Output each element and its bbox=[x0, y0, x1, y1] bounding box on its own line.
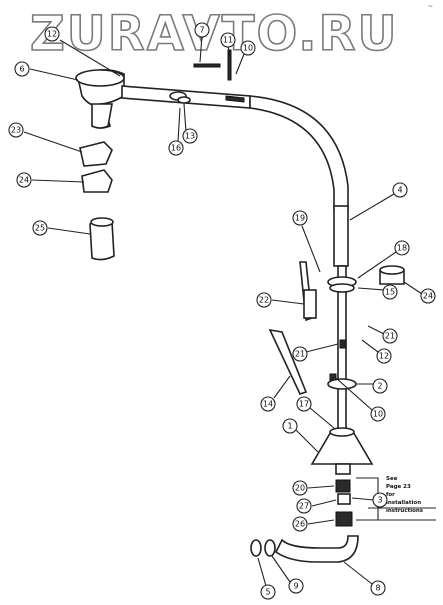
callout-10-lower: 10 bbox=[373, 410, 383, 419]
callout-19: 19 bbox=[295, 214, 305, 223]
callout-22: 22 bbox=[259, 296, 269, 305]
callout-20: 20 bbox=[295, 484, 305, 493]
lower-hose bbox=[274, 535, 359, 563]
callout-6: 6 bbox=[19, 65, 24, 74]
callout-5: 5 bbox=[265, 588, 270, 597]
callout-10: 10 bbox=[243, 44, 253, 53]
callout-18: 18 bbox=[397, 244, 407, 253]
callout-17: 17 bbox=[299, 400, 309, 409]
callout-13: 13 bbox=[185, 132, 195, 141]
bend-tube bbox=[249, 95, 349, 211]
callout-12-right: 12 bbox=[379, 352, 389, 361]
center-parts bbox=[193, 49, 405, 395]
callout-26: 26 bbox=[295, 520, 305, 529]
note-line-5: instructions bbox=[386, 508, 424, 514]
rings bbox=[250, 539, 276, 557]
lower-fittings bbox=[335, 479, 353, 527]
callout-4: 4 bbox=[397, 186, 402, 195]
loose-parts-left bbox=[79, 141, 115, 261]
note-line-2: Page 23 bbox=[386, 484, 411, 490]
note-line-3: for bbox=[386, 492, 395, 498]
corner-mark: ~ bbox=[428, 3, 433, 10]
outlet-head bbox=[75, 69, 125, 129]
callout-21-right: 21 bbox=[385, 332, 395, 341]
callout-12: 12 bbox=[47, 30, 57, 39]
installation-note: See Page 23 for installation instruction… bbox=[356, 476, 436, 521]
upper-tube bbox=[121, 85, 251, 109]
callout-15: 15 bbox=[385, 288, 395, 297]
callout-1: 1 bbox=[287, 422, 292, 431]
callout-16: 16 bbox=[171, 144, 181, 153]
note-line-4: installation bbox=[386, 500, 421, 506]
callout-7: 7 bbox=[199, 26, 204, 35]
callout-8: 8 bbox=[375, 584, 380, 593]
vertical-tube bbox=[327, 205, 357, 437]
callout-25: 25 bbox=[35, 224, 45, 233]
callout-23: 23 bbox=[11, 126, 21, 135]
note-line-1: See bbox=[386, 476, 398, 482]
callout-9: 9 bbox=[293, 582, 298, 591]
mounting-bracket bbox=[310, 427, 374, 475]
callouts: 7 11 10 6 12 13 16 23 24 25 bbox=[8, 22, 436, 600]
callout-27: 27 bbox=[299, 502, 309, 511]
callout-11: 11 bbox=[223, 36, 233, 45]
callout-24-right: 24 bbox=[423, 292, 433, 301]
callout-24-left: 24 bbox=[19, 176, 29, 185]
callout-3: 3 bbox=[377, 496, 382, 505]
watermark-text: ZURAVTO.RU bbox=[30, 6, 398, 62]
callout-14: 14 bbox=[263, 400, 273, 409]
callout-2: 2 bbox=[377, 382, 382, 391]
callout-21-left: 21 bbox=[295, 350, 305, 359]
